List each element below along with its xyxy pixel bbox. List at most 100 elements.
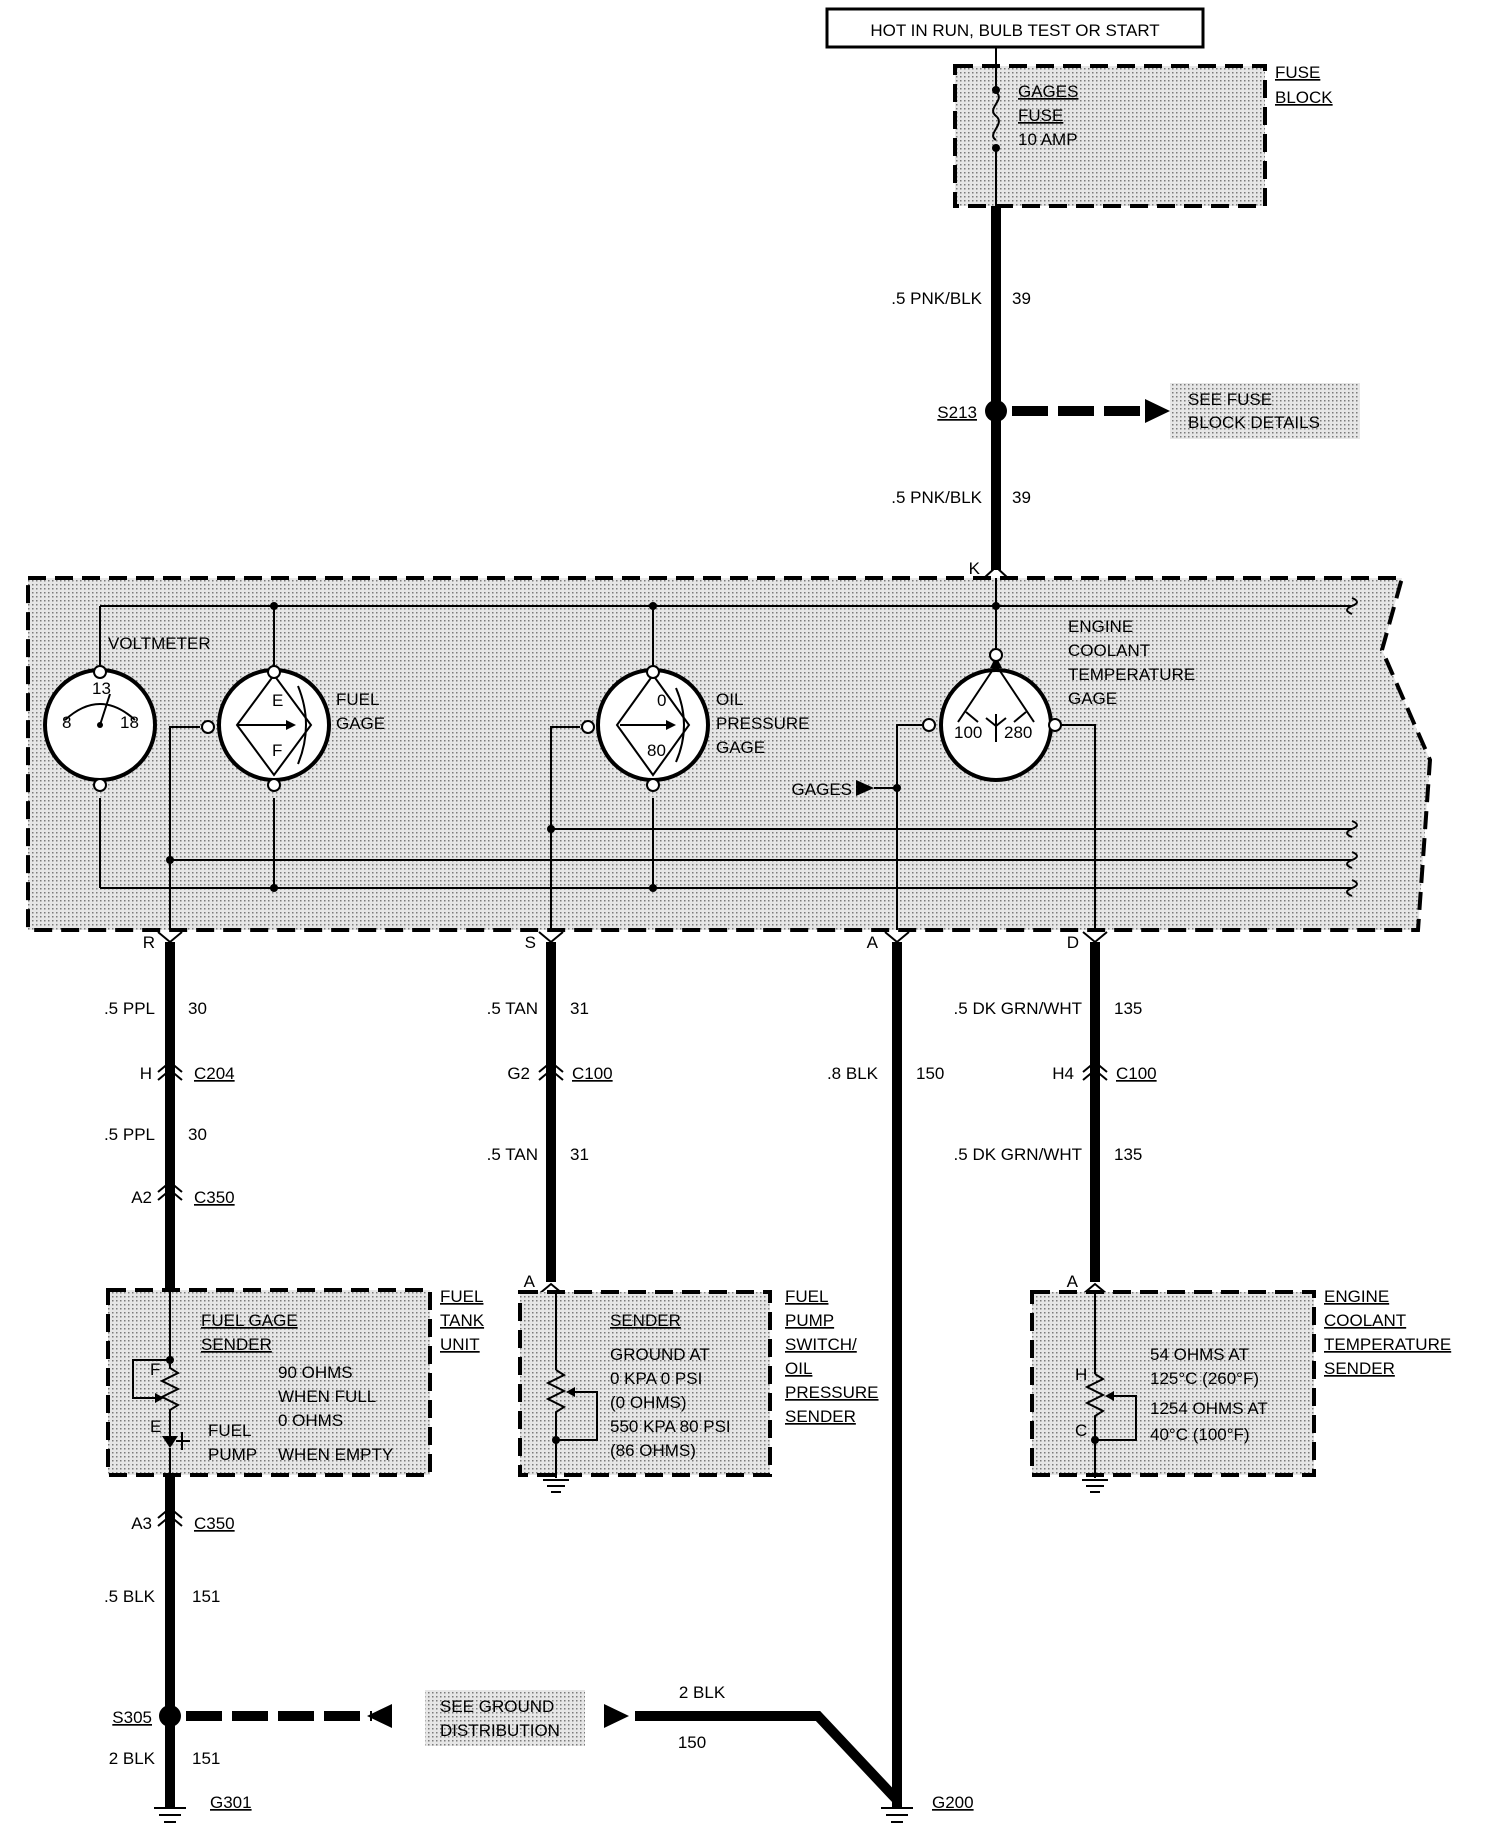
connector-pin: H4 xyxy=(1052,1064,1074,1083)
connector-label: C350 xyxy=(194,1188,235,1207)
wire-color: .5 BLK xyxy=(104,1587,156,1606)
sender-spec: GROUND AT xyxy=(610,1345,710,1364)
circuit-number: 39 xyxy=(1012,289,1031,308)
circuit-number: 151 xyxy=(192,1587,220,1606)
pin-label: R xyxy=(143,933,155,952)
sender-spec: 54 OHMS AT xyxy=(1150,1345,1249,1364)
sender-spec: 0 OHMS xyxy=(278,1411,343,1430)
sender-title: FUEL GAGE xyxy=(201,1311,298,1330)
pin-label: K xyxy=(969,559,981,578)
oil-sender-label: SWITCH/ xyxy=(785,1335,857,1354)
oil-sender-resistor xyxy=(545,1369,567,1440)
fuel-pump-symbol xyxy=(176,1432,190,1450)
fuse-block-label: FUSE xyxy=(1275,63,1320,82)
coolant-gauge-mark: 280 xyxy=(1004,723,1032,742)
connector-label: C100 xyxy=(572,1064,613,1083)
oil-pressure-sender-box xyxy=(518,1290,772,1477)
gages-fuse-label: GAGES xyxy=(1018,82,1078,101)
sender-pin: F xyxy=(150,1360,160,1379)
sender-spec: 550 KPA 80 PSI xyxy=(610,1417,731,1436)
wire-color: .8 BLK xyxy=(827,1064,879,1083)
sender-spec: 125°C (260°F) xyxy=(1150,1369,1259,1388)
circuit-number: 150 xyxy=(678,1733,706,1752)
pin-label: A xyxy=(524,1272,536,1291)
oil-sender-label: PRESSURE xyxy=(785,1383,879,1402)
wire-color: .5 PNK/BLK xyxy=(891,289,982,308)
arrow-icon xyxy=(856,780,874,796)
power-condition-box xyxy=(825,7,1205,49)
voltmeter-scale: 18 xyxy=(120,713,139,732)
sender-spec: 1254 OHMS AT xyxy=(1150,1399,1268,1418)
oil-sender-label: SENDER xyxy=(785,1407,856,1426)
coolant-gauge-label: ENGINE xyxy=(1068,617,1133,636)
pin-label: A xyxy=(867,933,879,952)
coolant-gauge-label: GAGE xyxy=(1068,689,1117,708)
wire-color: .5 TAN xyxy=(487,999,538,1018)
connector-pin: G2 xyxy=(507,1064,530,1083)
fuel-gauge-label: GAGE xyxy=(336,714,385,733)
wire-color: .5 TAN xyxy=(487,1145,538,1164)
ground-icon xyxy=(881,1807,913,1823)
ground-wire-2blk xyxy=(635,1711,901,1804)
circuit-number: 135 xyxy=(1114,1145,1142,1164)
wire-color: 2 BLK xyxy=(109,1749,156,1768)
see-ground-text: DISTRIBUTION xyxy=(440,1721,560,1740)
oil-gauge-label: GAGE xyxy=(716,738,765,757)
oil-gauge-label: OIL xyxy=(716,690,743,709)
circuit-number: 135 xyxy=(1114,999,1142,1018)
fuel-tank-unit-label: FUEL xyxy=(440,1287,483,1306)
splice-label: S213 xyxy=(937,403,977,422)
sender-pin: H xyxy=(1075,1365,1087,1384)
ground-icon xyxy=(154,1807,186,1823)
connector-label: C350 xyxy=(194,1514,235,1533)
fuel-tank-unit-label: UNIT xyxy=(440,1335,480,1354)
splice-s213 xyxy=(985,400,1007,422)
coolant-sender-label: SENDER xyxy=(1324,1359,1395,1378)
arrow-icon xyxy=(1145,399,1170,423)
gages-ref: GAGES xyxy=(792,780,852,799)
coolant-sender-label: TEMPERATURE xyxy=(1324,1335,1451,1354)
circuit-number: 31 xyxy=(570,999,589,1018)
fuse-block-label: BLOCK xyxy=(1275,88,1333,107)
sender-pin: E xyxy=(150,1417,161,1436)
see-ground-distribution-ref xyxy=(425,1690,585,1746)
coolant-gauge-label: TEMPERATURE xyxy=(1068,665,1195,684)
voltmeter-scale: 13 xyxy=(92,679,111,698)
connector-pin: H xyxy=(140,1064,152,1083)
fuse-rating: 10 AMP xyxy=(1018,130,1078,149)
fuel-pump-label: FUEL xyxy=(208,1421,251,1440)
coolant-sender-resistor xyxy=(1084,1373,1106,1440)
ground-icon xyxy=(1082,1479,1108,1493)
oil-sender-label: PUMP xyxy=(785,1311,834,1330)
circuit-number: 150 xyxy=(916,1064,944,1083)
coolant-temp-sender-box xyxy=(1030,1290,1316,1477)
see-fuse-block-text: BLOCK DETAILS xyxy=(1188,413,1320,432)
sender-spec: 40°C (100°F) xyxy=(1150,1425,1250,1444)
sender-spec: 0 KPA 0 PSI xyxy=(610,1369,702,1388)
oil-sender-label: OIL xyxy=(785,1359,812,1378)
sender-spec: (86 OHMS) xyxy=(610,1441,696,1460)
voltmeter-label: VOLTMETER xyxy=(108,634,211,653)
pin-label: S xyxy=(525,933,536,952)
voltmeter-scale: 8 xyxy=(62,713,71,732)
pin-label: D xyxy=(1067,933,1079,952)
wire-color: .5 DK GRN/WHT xyxy=(954,999,1082,1018)
fuel-gauge-mark: F xyxy=(272,741,282,760)
splice-label: S305 xyxy=(112,1708,152,1727)
see-fuse-block-text: SEE FUSE xyxy=(1188,390,1272,409)
circuit-number: 31 xyxy=(570,1145,589,1164)
see-ground-text: SEE GROUND xyxy=(440,1697,554,1716)
arrow-icon xyxy=(367,1704,392,1728)
see-fuse-block-ref xyxy=(1170,383,1360,439)
circuit-number: 39 xyxy=(1012,488,1031,507)
wire-color: .5 PPL xyxy=(104,1125,155,1144)
pin-label: A xyxy=(1067,1272,1079,1291)
connector-label: C204 xyxy=(194,1064,235,1083)
fuel-tank-unit-box xyxy=(106,1288,432,1477)
circuit-number: 30 xyxy=(188,1125,207,1144)
splice-s305 xyxy=(159,1705,181,1727)
wire-color: 2 BLK xyxy=(679,1683,726,1702)
gages-fuse-label: FUSE xyxy=(1018,106,1063,125)
sender-spec: WHEN EMPTY xyxy=(278,1445,393,1464)
fuel-gauge-mark: E xyxy=(272,691,283,710)
